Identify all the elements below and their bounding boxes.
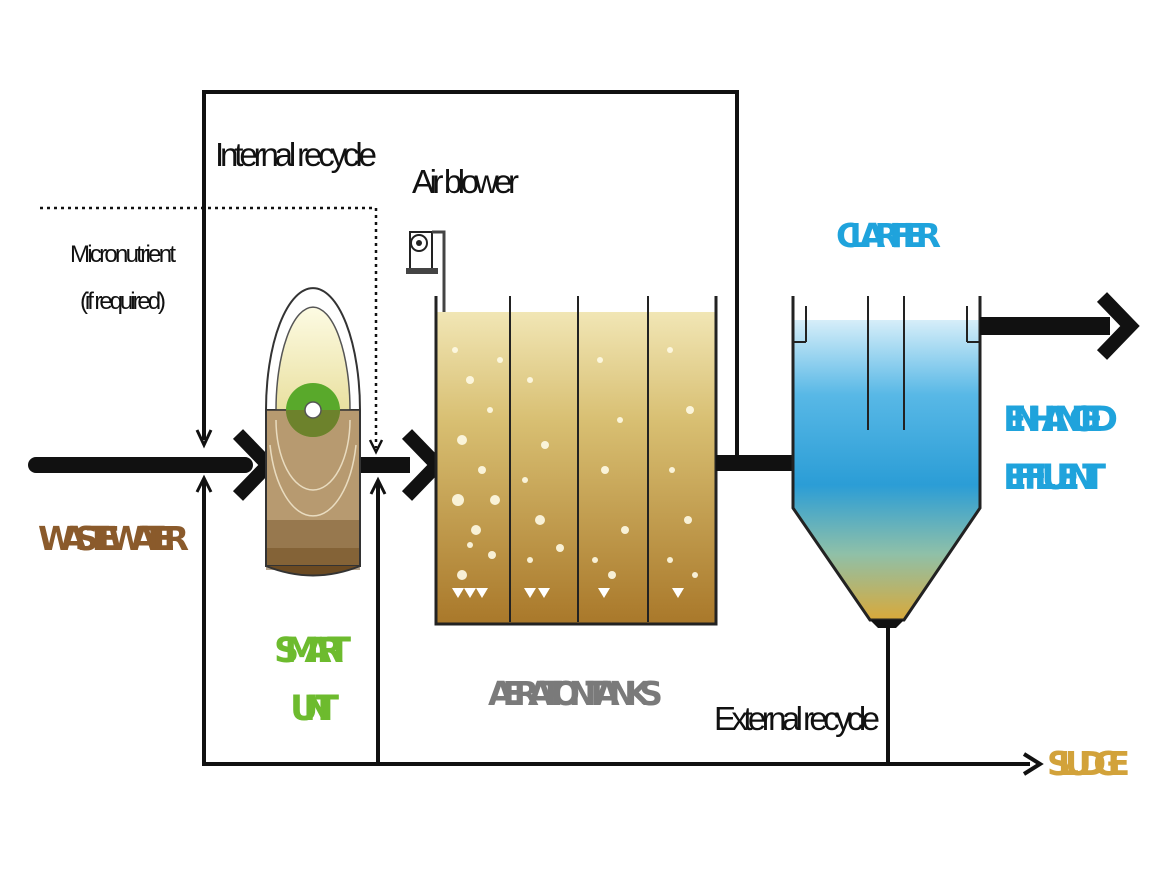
enhanced-effluent-label-line2: EFFLUENT	[1003, 458, 1106, 498]
return-up-arrowhead-right-icon	[369, 476, 387, 495]
internal-recycle-line	[202, 90, 739, 455]
micronutrient-note: (if required)	[80, 288, 166, 315]
sludge-return-line	[202, 480, 1030, 766]
aeration-tanks	[434, 296, 718, 626]
micronutrient-arrowhead-icon	[368, 439, 384, 455]
aeration-tanks-label: AERATION TANKS	[488, 674, 662, 713]
return-up-arrowhead-left-icon	[195, 474, 213, 493]
smart-unit	[264, 287, 362, 577]
micronutrient-dotted-line	[40, 206, 378, 448]
clarifier-tank	[791, 296, 982, 628]
enhanced-effluent-label-line1: ENHANCED	[1003, 400, 1117, 440]
internal-recycle-label: Internal recycle	[215, 136, 377, 173]
wastewater-label: WASTEWATER	[38, 519, 189, 558]
air-blower-label: Air blower	[412, 163, 519, 200]
sludge-label: SLUDGE	[1047, 744, 1129, 783]
aeration-inlet-arrowhead-icon	[401, 429, 447, 501]
effluent-arrowhead-icon	[1096, 292, 1140, 360]
smart-unit-label-line2: UNIT	[290, 689, 339, 729]
external-recycle-label: External recycle	[714, 700, 880, 737]
clarifier-label: CLARIFIER	[836, 216, 941, 255]
internal-recycle-arrowhead-icon	[195, 429, 213, 449]
micronutrient-label: Micronutrient	[70, 241, 176, 268]
sludge-arrowhead-icon	[1022, 752, 1044, 776]
smart-unit-label-line1: SMART	[274, 631, 351, 671]
